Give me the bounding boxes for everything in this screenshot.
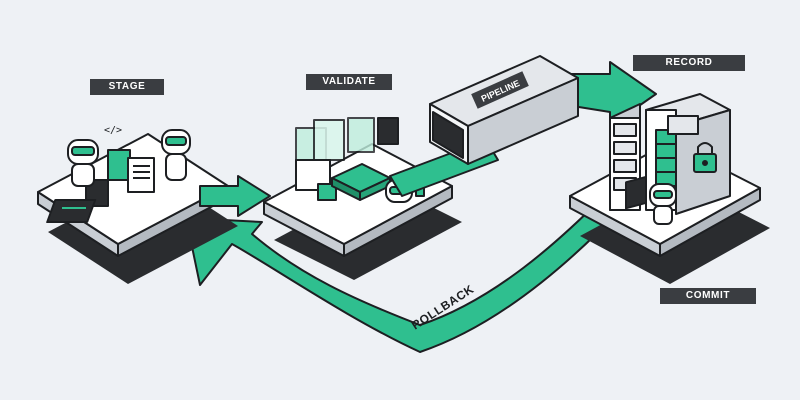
pipeline-tube bbox=[429, 55, 579, 165]
robot-record-icon bbox=[649, 183, 677, 225]
document-icon bbox=[295, 159, 331, 191]
database-cabinet-icon bbox=[645, 93, 731, 215]
hologram-panel-icon bbox=[313, 119, 345, 161]
server-panel-icon bbox=[107, 149, 131, 181]
document-icon bbox=[127, 157, 155, 193]
code-screen-icon bbox=[46, 199, 97, 223]
pipeline-group: PIPELINE bbox=[389, 55, 657, 197]
commit-label: COMMIT bbox=[660, 288, 756, 304]
pipeline-label-bg bbox=[471, 71, 529, 109]
record-platform bbox=[569, 93, 770, 284]
validate-label: VALIDATE bbox=[306, 74, 392, 90]
record-label: RECORD bbox=[633, 55, 745, 71]
robot-left-icon bbox=[67, 139, 99, 187]
code-tag-glyph: </> bbox=[104, 125, 122, 136]
lock-icon bbox=[693, 142, 717, 173]
validate-platform bbox=[263, 117, 462, 280]
stage-to-validate-arrow bbox=[199, 175, 271, 217]
terminal-screen-icon bbox=[625, 175, 647, 210]
hologram-panel-icon bbox=[347, 117, 375, 153]
stage-label: STAGE bbox=[90, 79, 164, 95]
robot-right-icon bbox=[161, 129, 191, 181]
dark-panel-icon bbox=[377, 117, 399, 145]
green-cube-icon bbox=[317, 183, 337, 201]
